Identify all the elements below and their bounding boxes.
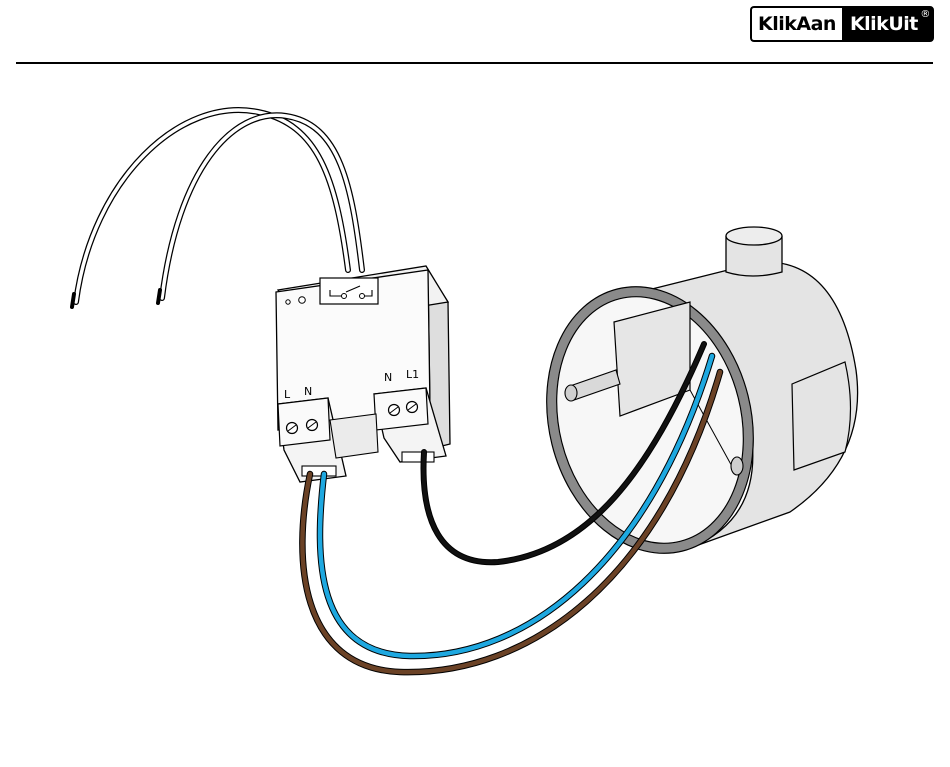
terminal-label-l: L bbox=[284, 388, 291, 401]
switch-wires bbox=[72, 110, 362, 307]
terminal-label-n-right: N bbox=[384, 371, 392, 384]
terminal-label-l1: L1 bbox=[406, 368, 419, 381]
wall-box bbox=[519, 227, 857, 575]
terminal-label-n-left: N bbox=[304, 385, 312, 398]
